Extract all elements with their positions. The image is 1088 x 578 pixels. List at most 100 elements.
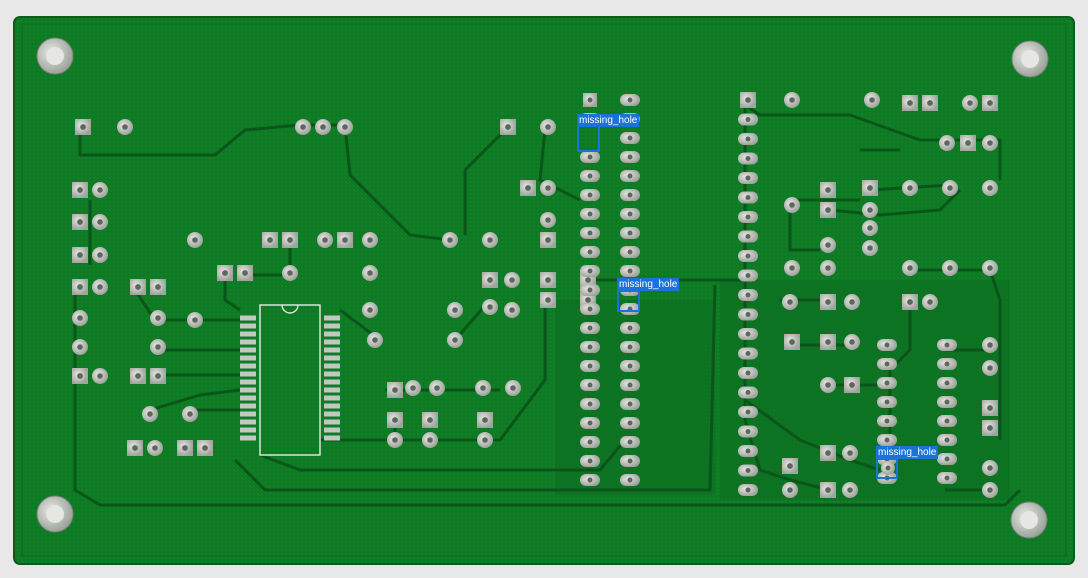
drill-hole [745,234,751,239]
drill-hole [944,380,950,386]
drill-hole [342,124,348,130]
drill-hole [367,237,373,243]
drill-hole [587,306,593,312]
drill-hole [77,252,83,258]
drill-hole [452,307,458,313]
drill-hole [487,304,493,310]
drill-hole [745,312,751,317]
drill-hole [787,299,793,305]
drill-hole [587,268,593,274]
smd-pad [240,323,256,329]
drill-hole [987,425,993,431]
smd-pad [324,355,340,361]
drill-hole [907,100,913,106]
drill-hole [187,411,193,417]
drill-hole [77,344,83,350]
drill-hole [825,339,831,345]
drill-hole [509,277,515,283]
drill-hole [242,270,248,276]
drill-hole [587,192,593,198]
drill-hole [97,252,103,258]
drill-hole [867,225,873,231]
drill-hole [847,487,853,493]
drill-hole [155,344,161,350]
drill-hole [745,370,751,376]
drill-hole [97,373,103,379]
drill-hole [745,448,751,454]
smd-pad [240,371,256,377]
drill-hole [97,284,103,290]
drill-hole [745,97,751,103]
drill-hole [627,135,633,141]
drill-hole [367,270,373,276]
drill-hole [434,385,440,391]
drill-hole [587,420,593,426]
component-pads [72,92,998,498]
drill-hole [202,445,208,451]
drill-hole [155,284,161,290]
drill-hole [587,249,593,255]
drill-hole [627,363,633,369]
drill-hole [300,124,306,130]
drill-hole [487,237,493,243]
drill-hole [152,445,158,451]
drill-hole [745,331,751,337]
drill-hole [944,399,950,405]
drill-hole [825,207,831,213]
drill-hole [132,445,138,451]
smd-pad [240,387,256,393]
smd-pad [240,339,256,345]
drill-hole [745,292,751,298]
drill-hole [427,437,433,443]
smd-pad [324,323,340,329]
drill-hole [452,337,458,343]
smd-pad [324,331,340,337]
drill-hole [410,385,416,391]
drill-hole [77,219,83,225]
drill-hole [627,382,633,388]
smd-pad [240,363,256,369]
drill-hole [944,361,950,367]
drill-hole [372,337,378,343]
detection-box [617,290,640,312]
drill-hole [482,417,488,423]
smd-pad [324,379,340,385]
smd-pad [240,347,256,353]
drill-hole [587,477,593,483]
drill-hole [322,237,328,243]
drill-hole [482,437,488,443]
drill-hole [392,417,398,423]
drill-hole [885,465,891,471]
drill-hole [825,299,831,305]
detection-label: missing_hole [577,114,640,127]
drill-hole [849,299,855,305]
drill-hole [745,136,751,142]
drill-hole [545,237,551,243]
drill-hole [847,450,853,456]
drill-hole [884,437,890,443]
drill-hole [147,411,153,417]
drill-hole [867,207,873,213]
drill-hole [987,465,993,471]
drill-hole [222,270,228,276]
drill-hole [587,287,593,293]
drill-hole [944,418,950,424]
smd-pad [324,435,340,441]
drill-hole [627,439,633,445]
drill-hole [944,140,950,146]
drill-hole [825,487,831,493]
drill-hole [342,237,348,243]
smd-pad [240,419,256,425]
drill-hole [745,253,751,259]
drill-hole [907,185,913,191]
drill-hole [320,124,326,130]
drill-hole [745,429,751,434]
drill-hole [287,237,293,243]
drill-hole [965,140,971,146]
drill-hole [97,187,103,193]
drill-hole [627,477,633,483]
drill-hole [587,325,593,331]
drill-hole [627,173,633,179]
drill-hole [627,325,633,331]
drill-hole [944,342,950,348]
